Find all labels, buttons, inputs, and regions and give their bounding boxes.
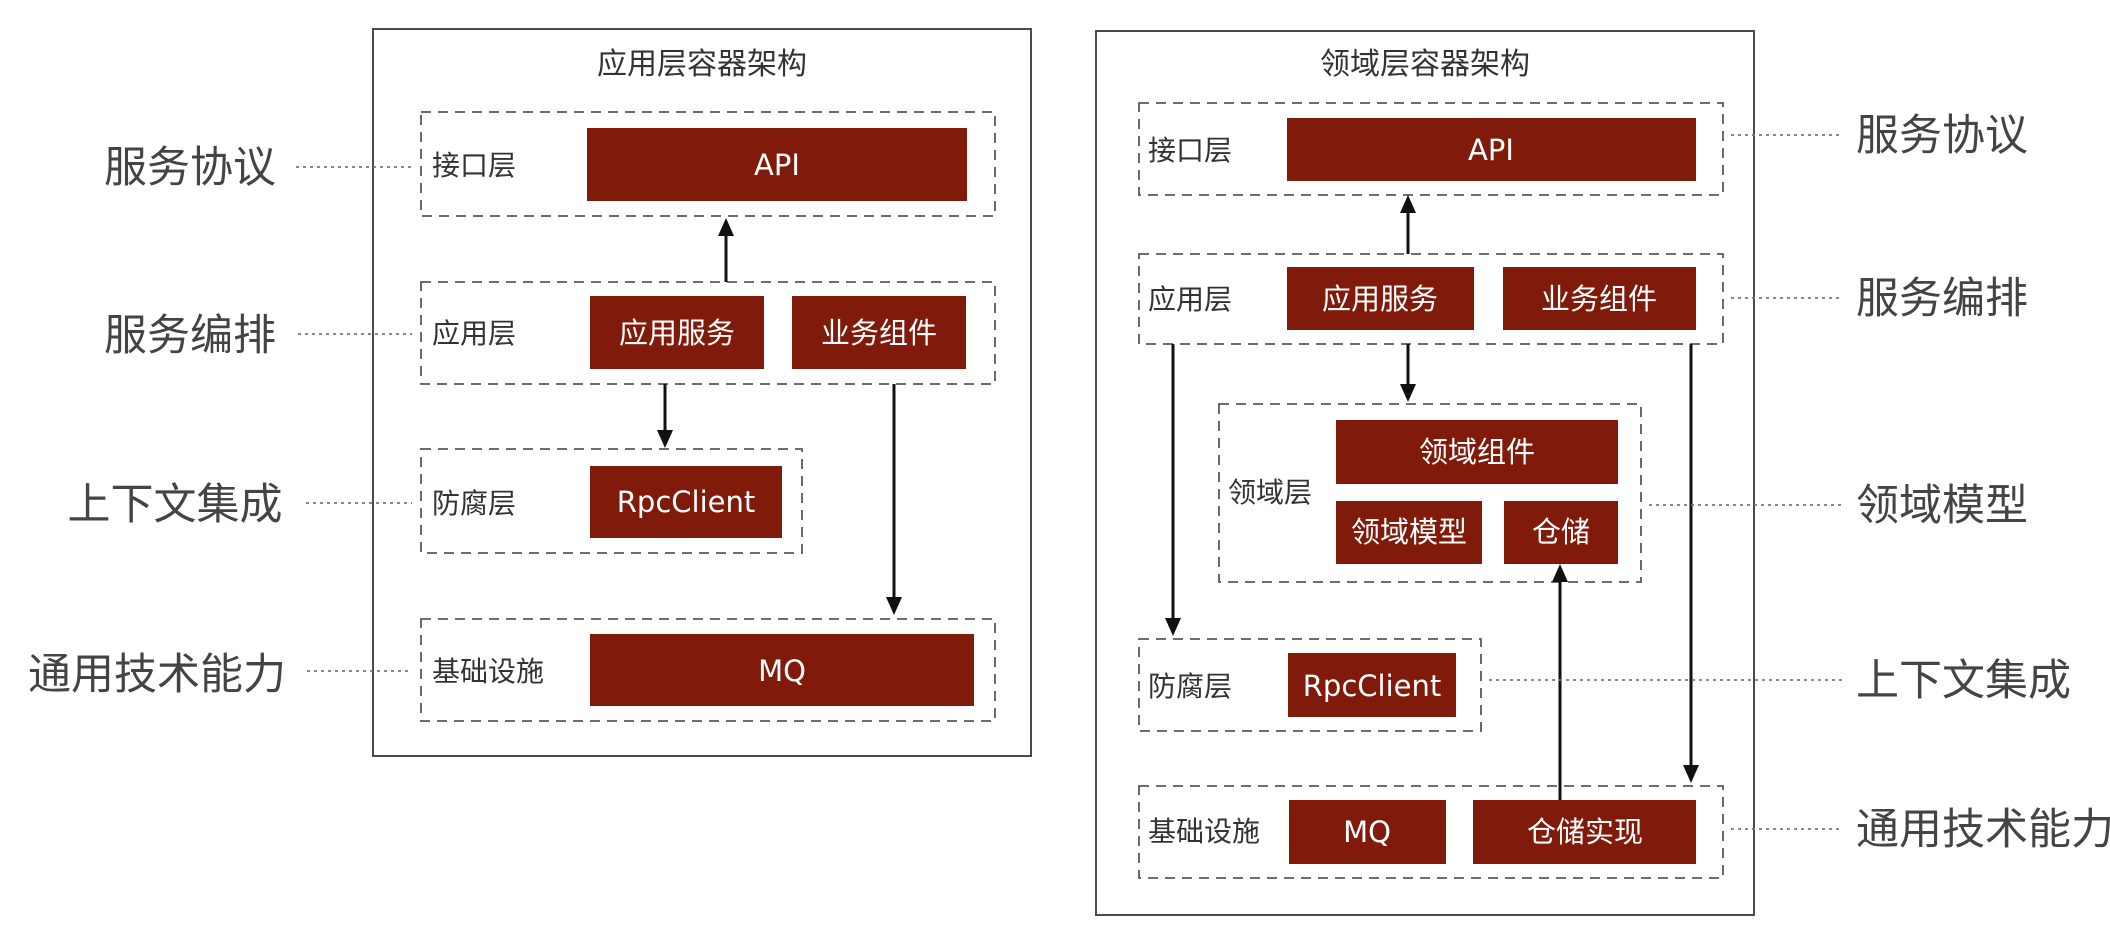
app-rpcclient-block — [590, 466, 782, 538]
domain-api-label: API — [1468, 133, 1514, 167]
right-label-domain-model: 领域模型 — [1856, 481, 2028, 531]
left-label-technical-capability: 通用技术能力 — [28, 650, 286, 700]
domain-application-service-label: 应用服务 — [1322, 282, 1438, 316]
domain-arch-frame — [1095, 30, 1755, 916]
app-arrow-component-to-mq — [886, 384, 902, 615]
app-arrow-application-to-api — [718, 218, 734, 282]
domain-interface-layer — [1138, 102, 1724, 196]
domain-business-component-label: 业务组件 — [1541, 282, 1657, 316]
domain-infra-layer-label: 基础设施 — [1148, 815, 1260, 848]
domain-infra-layer — [1138, 785, 1724, 879]
left-label-service-orchestration: 服务编排 — [104, 311, 276, 361]
app-infra-layer — [420, 618, 996, 722]
app-api-block — [587, 128, 967, 201]
domain-arrow-component-to-infra — [1683, 344, 1699, 783]
domain-arrow-application-to-rpcclient — [1165, 344, 1181, 636]
domain-acl-layer-label: 防腐层 — [1148, 670, 1232, 703]
domain-mq-label: MQ — [1343, 815, 1391, 849]
left-label-service-protocol: 服务协议 — [104, 143, 276, 193]
app-arrow-service-to-rpcclient — [657, 384, 673, 448]
app-application-service-label: 应用服务 — [619, 316, 735, 350]
app-mq-block — [590, 634, 974, 706]
domain-model-block — [1336, 501, 1482, 564]
right-label-technical-capability: 通用技术能力 — [1856, 805, 2110, 855]
domain-domain-layer-label: 领域层 — [1228, 476, 1312, 509]
domain-application-layer-label: 应用层 — [1148, 283, 1232, 316]
app-business-component-label: 业务组件 — [821, 316, 937, 350]
domain-api-block — [1287, 118, 1696, 181]
domain-repository-impl-block — [1473, 800, 1696, 864]
domain-component-block — [1336, 420, 1618, 484]
domain-application-service-block — [1287, 267, 1474, 330]
domain-mq-block — [1289, 800, 1446, 864]
right-label-service-protocol: 服务协议 — [1856, 111, 2028, 161]
app-application-service-block — [590, 296, 764, 369]
domain-arrow-service-to-domain — [1400, 344, 1416, 402]
domain-repository-block — [1504, 501, 1618, 564]
domain-arch-title: 领域层容器架构 — [1320, 47, 1530, 82]
app-application-layer-label: 应用层 — [432, 317, 516, 350]
domain-interface-layer-label: 接口层 — [1148, 134, 1232, 167]
domain-component-label: 领域组件 — [1419, 435, 1535, 469]
domain-arrow-application-to-api — [1400, 195, 1416, 254]
app-business-component-block — [792, 296, 966, 369]
right-side-labels: 服务协议 服务编排 领域模型 上下文集成 通用技术能力 — [1489, 111, 2110, 855]
domain-arrow-repository-impl-to-repository — [1552, 564, 1568, 800]
app-mq-label: MQ — [758, 654, 806, 688]
domain-rpcclient-block — [1288, 653, 1456, 717]
right-label-service-orchestration: 服务编排 — [1856, 274, 2028, 324]
app-architecture: 应用层容器架构 接口层 API 应用层 应用服务 业务组件 防腐层 RpcCli… — [372, 28, 1032, 757]
app-rpcclient-label: RpcClient — [617, 485, 755, 519]
domain-rpcclient-label: RpcClient — [1303, 669, 1441, 703]
app-interface-layer-label: 接口层 — [432, 149, 516, 182]
app-application-layer — [420, 281, 996, 385]
app-arch-title: 应用层容器架构 — [597, 47, 807, 82]
domain-repository-impl-label: 仓储实现 — [1527, 815, 1643, 849]
app-api-label: API — [754, 148, 800, 182]
app-infra-layer-label: 基础设施 — [432, 655, 544, 688]
app-acl-layer — [420, 448, 803, 554]
left-label-context-integration: 上下文集成 — [68, 480, 283, 530]
domain-application-layer — [1138, 253, 1724, 345]
right-label-context-integration: 上下文集成 — [1856, 656, 2071, 706]
app-arch-frame — [372, 28, 1032, 757]
app-acl-layer-label: 防腐层 — [432, 487, 516, 520]
domain-model-label: 领域模型 — [1351, 515, 1467, 549]
domain-acl-layer — [1138, 638, 1482, 732]
left-side-labels: 服务协议 服务编排 上下文集成 通用技术能力 — [28, 143, 412, 700]
domain-business-component-block — [1503, 267, 1696, 330]
domain-domain-layer — [1218, 403, 1642, 583]
domain-architecture: 领域层容器架构 接口层 API 应用层 应用服务 业务组件 领域层 领域组件 领… — [1095, 30, 1755, 916]
domain-repository-label: 仓储 — [1532, 515, 1590, 549]
